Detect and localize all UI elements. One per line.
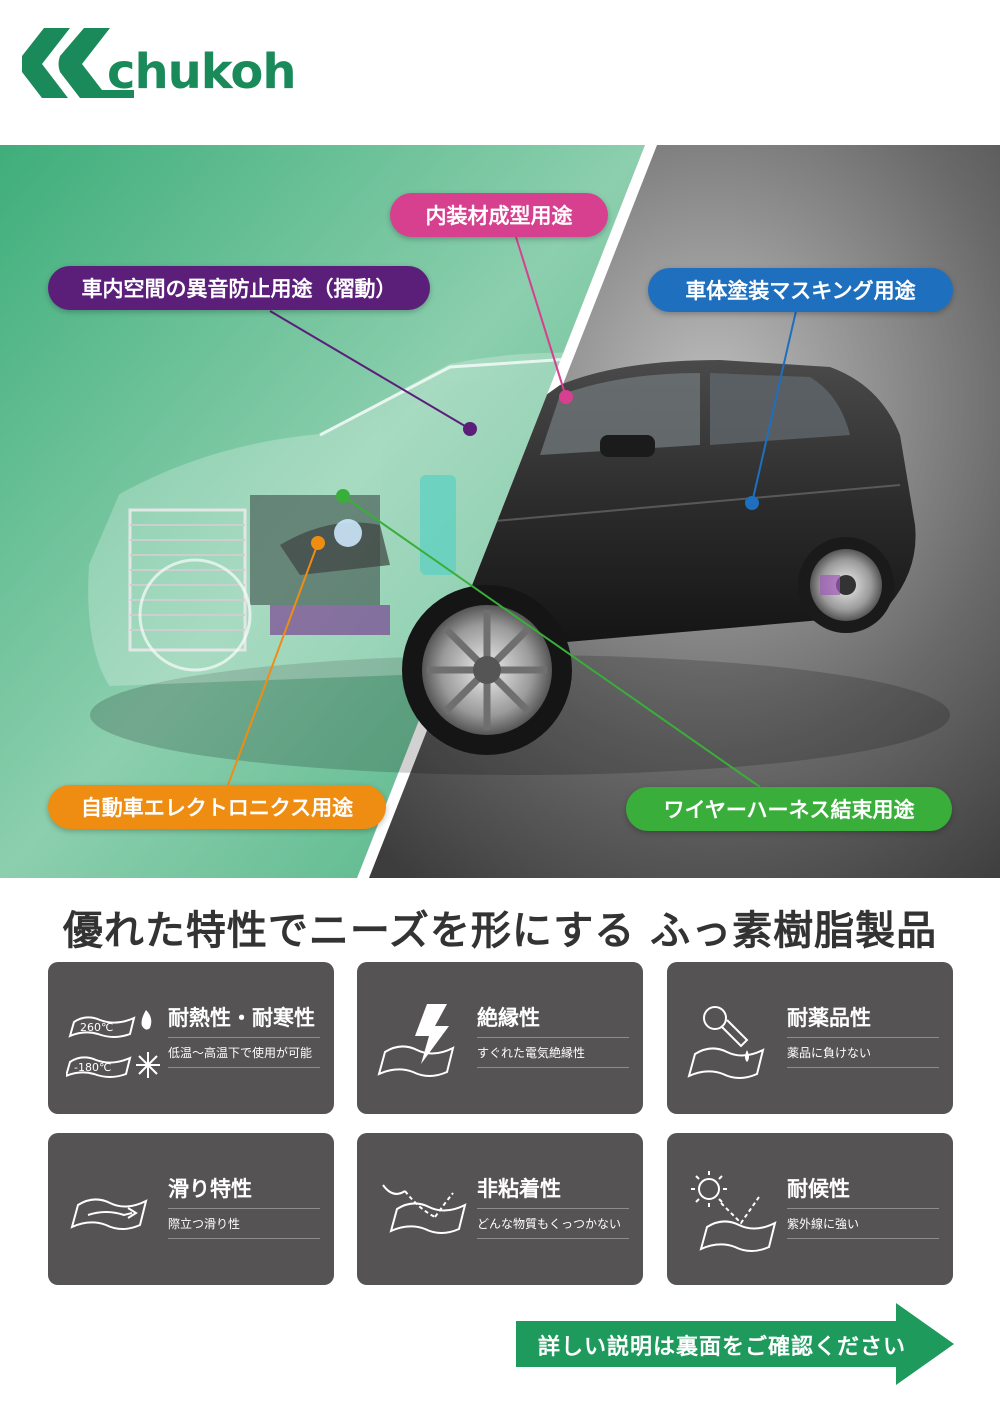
non-stick-icon [382, 1184, 467, 1234]
cta-label: 詳しい説明は裏面をご確認ください [538, 1335, 907, 1360]
divider [477, 1037, 629, 1038]
divider [787, 1067, 939, 1068]
lightning-icon [377, 1004, 455, 1077]
cta-arrow[interactable]: 詳しい説明は裏面をご確認ください [516, 1303, 956, 1385]
feature-card-non-stick: 非粘着性 どんな物質もくっつかない [357, 1133, 643, 1285]
divider [168, 1208, 320, 1209]
feature-title: 非粘着性 [477, 1177, 561, 1201]
headline: 優れた特性でニーズを形にする ふっ素樹脂製品 [62, 908, 938, 954]
feature-title: 耐熱性・耐寒性 [168, 1006, 315, 1030]
divider [787, 1208, 939, 1209]
divider [787, 1238, 939, 1239]
feature-card-weather: 耐候性 紫外線に強い [667, 1133, 953, 1285]
callout-noise-prevention: 車内空間の異音防止用途（摺動） [48, 266, 430, 310]
feature-desc: 際立つ滑り性 [168, 1217, 241, 1231]
feature-title: 耐候性 [787, 1177, 850, 1201]
feature-desc: どんな物質もくっつかない [477, 1217, 622, 1231]
feature-desc: すぐれた電気絶縁性 [477, 1046, 586, 1060]
divider [168, 1067, 320, 1068]
callout-label: ワイヤーハーネス結束用途 [663, 798, 915, 822]
callout-label: 内装材成型用途 [425, 204, 573, 228]
hero-image: 内装材成型用途 車内空間の異音防止用途（摺動） 車体塗装マスキング用途 自動車エ… [0, 145, 1000, 878]
feature-desc: 紫外線に強い [787, 1217, 860, 1231]
callout-label: 自動車エレクトロニクス用途 [80, 796, 354, 820]
callout-label: 車内空間の異音防止用途（摺動） [81, 277, 397, 301]
callout-wire-harness: ワイヤーハーネス結束用途 [626, 787, 952, 831]
feature-card-sliding: 滑り特性 際立つ滑り性 [48, 1133, 334, 1285]
callout-automotive-electronics: 自動車エレクトロニクス用途 [48, 785, 386, 829]
feature-desc: 低温～高温下で使用が可能 [168, 1046, 313, 1060]
feature-title: 滑り特性 [168, 1177, 252, 1201]
feature-card-chemical: 耐薬品性 薬品に負けない [667, 962, 953, 1114]
divider [477, 1067, 629, 1068]
callout-body-masking: 車体塗装マスキング用途 [648, 268, 953, 312]
arrow-shape-icon [516, 1303, 954, 1385]
divider [787, 1037, 939, 1038]
divider [168, 1037, 320, 1038]
hero-car-illustration [0, 145, 1000, 878]
slide-arrow-icon [70, 1198, 148, 1230]
cold-temp-label: -180℃ [74, 1061, 111, 1074]
callout-label: 車体塗装マスキング用途 [685, 279, 916, 303]
feature-card-heat-cold: 260℃ -180℃ 耐熱性・耐寒性 低温～高温下で使用が可能 [48, 962, 334, 1114]
sun-icon [691, 1171, 777, 1252]
feature-desc: 薬品に負けない [787, 1046, 872, 1060]
callout-interior-molding: 内装材成型用途 [390, 193, 608, 237]
divider [168, 1238, 320, 1239]
divider [477, 1208, 629, 1209]
feature-title: 耐薬品性 [787, 1006, 871, 1030]
feature-card-insulation: 絶縁性 すぐれた電気絶縁性 [357, 962, 643, 1114]
brand-name: chukoh [107, 44, 297, 100]
temperature-icon: 260℃ -180℃ [66, 1010, 160, 1078]
divider [477, 1238, 629, 1239]
feature-title: 絶縁性 [477, 1006, 540, 1030]
header: chukoh [0, 0, 1000, 145]
hot-temp-label: 260℃ [80, 1021, 113, 1034]
chemical-dropper-icon [687, 1006, 765, 1079]
chukoh-logo-icon [22, 28, 134, 98]
